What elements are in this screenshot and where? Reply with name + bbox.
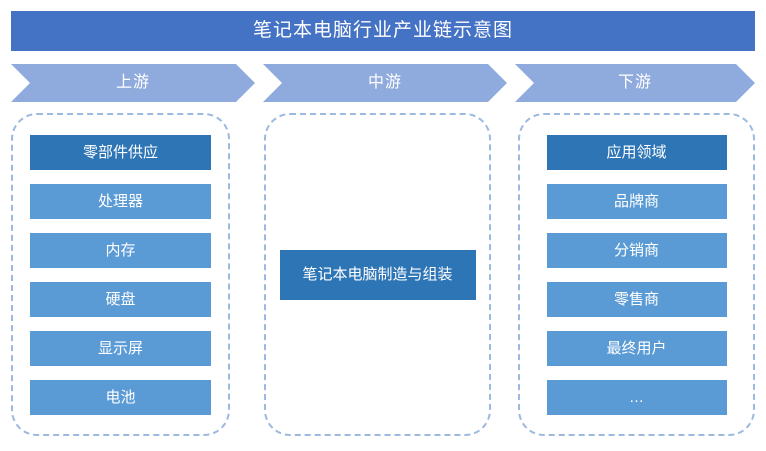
- chain-node: …: [546, 379, 727, 415]
- chain-node: 最终用户: [546, 330, 727, 366]
- chain-node: 品牌商: [546, 183, 727, 219]
- chain-node-header: 应用领域: [546, 134, 727, 170]
- upstream-item-list: 零部件供应处理器内存硬盘显示屏电池: [13, 115, 228, 434]
- chain-node: 显示屏: [30, 330, 211, 366]
- stage-arrow-downstream: 下游: [515, 64, 755, 102]
- stage-arrow-midstream: 中游: [263, 64, 507, 102]
- chain-node: 电池: [30, 379, 211, 415]
- chain-node: 零售商: [546, 281, 727, 317]
- chain-node: 内存: [30, 232, 211, 268]
- downstream-item-list: 应用领域品牌商分销商零售商最终用户 …: [520, 115, 753, 434]
- stage-panel-upstream: 零部件供应处理器内存硬盘显示屏电池: [11, 113, 230, 436]
- chain-node-header: 零部件供应: [30, 134, 211, 170]
- chain-node: 硬盘: [30, 281, 211, 317]
- stage-arrow-upstream: 上游: [11, 64, 255, 102]
- midstream-box: 笔记本电脑制造与组装: [279, 249, 476, 300]
- chain-node: 分销商: [546, 232, 727, 268]
- chain-node: 处理器: [30, 183, 211, 219]
- stage-panel-downstream: 应用领域品牌商分销商零售商最终用户 …: [518, 113, 755, 436]
- page-title: 笔记本电脑行业产业链示意图: [11, 11, 755, 51]
- midstream-box-wrap: 笔记本电脑制造与组装: [266, 115, 489, 434]
- stage-panel-midstream: 笔记本电脑制造与组装: [264, 113, 491, 436]
